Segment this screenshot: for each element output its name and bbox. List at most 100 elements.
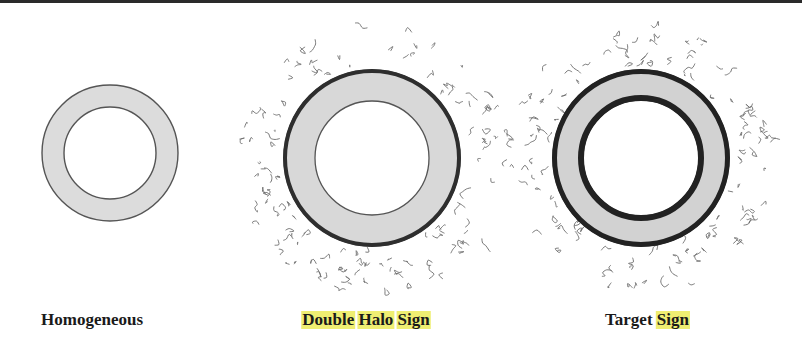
halo-stroke <box>310 60 318 65</box>
halo-stroke <box>414 43 417 48</box>
halo-stroke <box>728 191 733 192</box>
halo-stroke <box>482 139 485 143</box>
halo-stroke <box>685 41 689 45</box>
halo-stroke <box>341 249 346 253</box>
halo-stroke <box>764 168 766 171</box>
halo-strokes <box>239 21 780 295</box>
halo-stroke <box>691 73 694 80</box>
halo-stroke <box>687 55 693 59</box>
halo-stroke <box>740 113 746 119</box>
halo-stroke <box>649 39 657 45</box>
halo-stroke <box>320 254 329 258</box>
halo-stroke <box>739 150 745 154</box>
halo-stroke <box>265 199 267 203</box>
halo-stroke <box>737 240 744 245</box>
halo-stroke <box>629 258 634 265</box>
inner-dark-band <box>581 98 701 218</box>
outer-dark-band <box>285 71 459 245</box>
halo-stroke <box>314 66 318 76</box>
halo-stroke <box>510 164 514 167</box>
halo-stroke <box>379 263 383 266</box>
halo-stroke <box>252 221 259 225</box>
halo-stroke <box>558 225 568 233</box>
halo-stroke <box>267 190 270 197</box>
halo-stroke <box>316 268 320 277</box>
halo-stroke <box>349 65 350 67</box>
halo-stroke <box>324 272 327 278</box>
halo-stroke <box>763 120 767 127</box>
halo-stroke <box>274 130 276 132</box>
halo-stroke <box>602 270 612 277</box>
halo-stroke <box>254 174 258 177</box>
halo-stroke <box>355 251 358 256</box>
target-ring <box>553 70 729 246</box>
halo-stroke <box>494 105 498 109</box>
halo-stroke <box>431 43 435 49</box>
halo-stroke <box>275 240 279 246</box>
halo-stroke <box>651 21 658 27</box>
halo-stroke <box>575 231 579 240</box>
halo-stroke <box>701 44 703 45</box>
halo-stroke <box>667 57 672 64</box>
halo-stroke <box>529 117 538 122</box>
halo-stroke <box>740 214 749 221</box>
halo-stroke <box>634 283 637 289</box>
halo-stroke <box>285 263 289 265</box>
halo-stroke <box>632 37 638 42</box>
halo-stroke <box>747 218 752 223</box>
halo-stroke <box>394 273 403 277</box>
halo-stroke <box>387 258 391 260</box>
halo-stroke <box>717 215 720 219</box>
halo-stroke <box>460 188 471 199</box>
halo-stroke <box>432 234 442 238</box>
halo-stroke <box>429 265 434 279</box>
halo-stroke <box>761 201 766 205</box>
halo-stroke <box>339 268 347 272</box>
halo-stroke <box>519 101 527 105</box>
top-rule <box>0 0 802 3</box>
halo-stroke <box>388 47 393 51</box>
halo-stroke <box>311 259 317 264</box>
halo-stroke <box>385 288 390 296</box>
halo-stroke <box>244 122 247 127</box>
halo-stroke <box>426 232 428 237</box>
halo-stroke <box>461 65 463 67</box>
halo-stroke <box>525 135 537 145</box>
halo-stroke <box>604 50 611 55</box>
halo-stroke <box>532 230 541 234</box>
halo-stroke <box>455 101 463 103</box>
halo-stroke <box>458 252 464 254</box>
halo-stroke <box>750 147 757 156</box>
halo-stroke <box>439 273 443 279</box>
halo-stroke <box>466 93 478 100</box>
halo-stroke <box>744 219 758 226</box>
halo-stroke <box>519 181 528 186</box>
halo-stroke <box>271 142 275 147</box>
halo-stroke <box>482 238 491 252</box>
halo-stroke <box>744 209 754 213</box>
halo-stroke <box>528 93 532 98</box>
halo-stroke <box>550 195 554 199</box>
halo-stroke <box>742 206 744 211</box>
halo-stroke <box>357 258 362 263</box>
halo-stroke <box>669 266 677 276</box>
halo-stroke <box>654 34 660 42</box>
halo-stroke <box>625 44 629 58</box>
halo-stroke <box>713 228 717 237</box>
halo-stroke <box>627 284 632 288</box>
halo-stroke <box>469 101 470 107</box>
halo-stroke <box>265 132 280 139</box>
halo-stroke <box>403 54 409 58</box>
halo-stroke <box>318 277 321 281</box>
halo-stroke <box>255 201 258 212</box>
halo-stroke <box>710 95 714 99</box>
halo-stroke <box>576 80 579 84</box>
halo-stroke <box>731 99 734 103</box>
halo-stroke <box>279 204 286 211</box>
halo-stroke <box>536 125 540 132</box>
halo-stroke <box>709 225 715 226</box>
halo-stroke <box>743 121 748 129</box>
halo-stroke <box>338 55 340 59</box>
halo-stroke <box>684 64 695 74</box>
halo-stroke <box>435 226 441 230</box>
